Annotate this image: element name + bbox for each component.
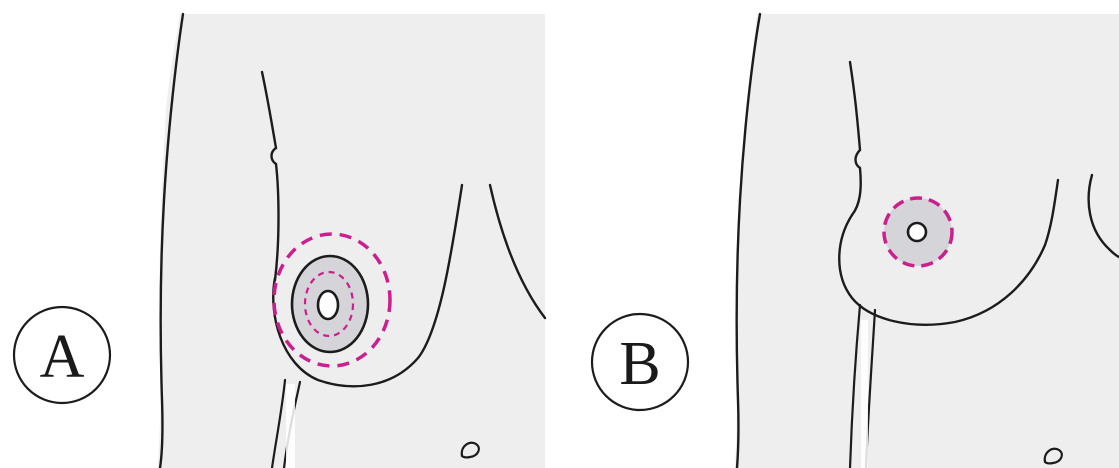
- panel-b-nipple: [906, 221, 928, 243]
- panel-a-fold-highlight: [286, 384, 295, 468]
- panel-b-breast-contour: [838, 178, 1060, 326]
- panel-b-fold-highlight: [861, 320, 868, 468]
- panel-b-label-circle: [590, 312, 690, 412]
- panel-b-body-contour: [735, 12, 762, 468]
- panel-b-dashed-marking: [882, 196, 954, 268]
- panel-a-opposite-breast: [488, 183, 547, 320]
- panel-a-breast-contour: [272, 183, 464, 388]
- panel-b-navel: [1043, 447, 1063, 465]
- panel-a-outer-dashed-marking: [272, 232, 392, 368]
- panel-a-torso: [158, 14, 545, 468]
- panel-a-nipple: [316, 289, 340, 321]
- panel-b: B: [590, 12, 1119, 468]
- panel-a-inner-dashed-marking: [303, 270, 355, 338]
- panel-a-side-contour: [260, 70, 280, 282]
- panel-b-side-contour: [848, 60, 862, 217]
- panel-a-label: A: [40, 323, 85, 391]
- panel-a: A: [12, 12, 547, 468]
- panel-b-label: B: [619, 330, 660, 398]
- panel-b-opposite-breast: [1087, 173, 1119, 259]
- panel-a-label-circle: [12, 305, 112, 405]
- panel-a-body-contour: [158, 12, 185, 468]
- panel-a-navel: [460, 441, 480, 459]
